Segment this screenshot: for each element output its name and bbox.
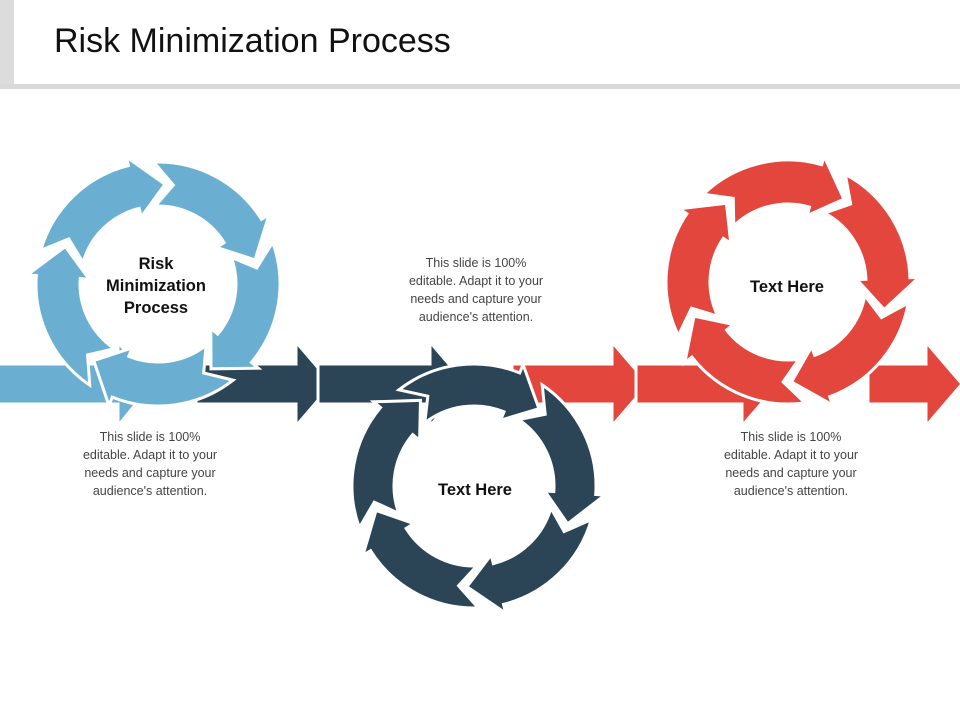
ring-2-segment (360, 508, 482, 610)
ring-1-segment (38, 153, 168, 267)
arrow-segment (510, 337, 650, 431)
description-line: audience's attention. (92, 484, 208, 498)
description-line: needs and capture your (84, 466, 216, 480)
description-line: needs and capture your (725, 466, 857, 480)
ring-2-segment (350, 398, 423, 532)
step-2-description: This slide is 100% editable. Adapt it to… (388, 254, 564, 326)
step-2-label: Text Here (405, 479, 545, 501)
ring-2-segment (395, 360, 541, 427)
description-line: This slide is 100% (740, 430, 842, 444)
ring-3-segment (820, 171, 923, 312)
step-1-label-line: Minimization (106, 277, 206, 295)
arrow-segment (194, 337, 334, 431)
step-3-label: Text Here (717, 276, 857, 298)
description-line: needs and capture your (410, 292, 542, 306)
slide-title: Risk Minimization Process (54, 22, 451, 60)
ring-3-segment (682, 314, 809, 406)
description-line: This slide is 100% (425, 256, 527, 270)
step-3-description: This slide is 100% editable. Adapt it to… (703, 428, 879, 500)
title-accent-bar (0, 0, 14, 86)
description-line: editable. Adapt it to your (82, 448, 218, 462)
step-3-label-line: Text Here (750, 278, 824, 296)
step-2-label-line: Text Here (438, 481, 512, 499)
description-line: audience's attention. (418, 310, 534, 324)
description-line: This slide is 100% (99, 430, 201, 444)
description-line: audience's attention. (733, 484, 849, 498)
step-1-label-line: Risk (138, 255, 174, 273)
ring-1-segment (91, 342, 237, 410)
title-divider (0, 84, 960, 89)
circular-rings (23, 151, 923, 617)
step-1-description: This slide is 100% editable. Adapt it to… (62, 428, 238, 500)
description-line: editable. Adapt it to your (408, 274, 544, 288)
ring-1-segment (150, 160, 272, 262)
description-line: editable. Adapt it to your (723, 448, 859, 462)
ring-1-segment (23, 244, 119, 389)
step-1-label-line: Process (123, 299, 189, 317)
ring-3-segment (699, 151, 846, 230)
ring-2-segment (514, 381, 609, 526)
step-1-label: Risk Minimization Process (86, 253, 226, 319)
arrow-segment (866, 337, 960, 431)
ring-3-segment (664, 201, 733, 339)
ring-2-segment (464, 504, 594, 617)
connector-arrows (0, 337, 960, 431)
ring-3-segment (789, 291, 911, 409)
title-bar: Risk Minimization Process (0, 0, 960, 89)
ring-1-segment (209, 238, 282, 371)
